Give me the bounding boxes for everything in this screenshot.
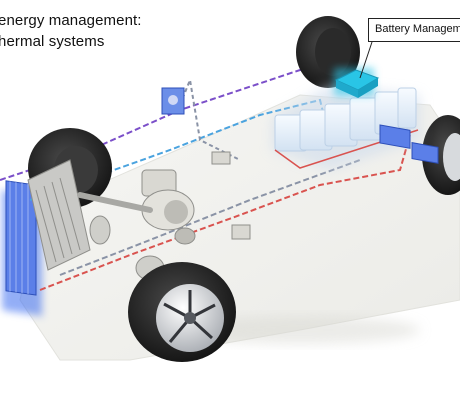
expansion-valve xyxy=(231,224,251,240)
diagram-title-line-1: energy management: xyxy=(0,12,142,29)
cooling-fan xyxy=(27,159,91,271)
front-right-wheel xyxy=(128,262,236,362)
grey-loop-line xyxy=(59,159,361,276)
hot-coolant-line xyxy=(39,134,411,291)
battery-management-callout: Battery Managem xyxy=(368,18,460,42)
battery-pack xyxy=(272,85,420,170)
rear-control-modules xyxy=(379,124,439,164)
battery-management-module xyxy=(334,41,380,98)
heat-pump-valve xyxy=(161,87,185,115)
front-radiator xyxy=(5,180,37,296)
grey-loop-line-2 xyxy=(179,76,241,161)
chiller xyxy=(211,151,231,165)
electric-compressor xyxy=(141,169,195,231)
rear-right-wheel xyxy=(422,115,460,195)
diagram-title-line-2: hermal systems xyxy=(0,33,105,50)
